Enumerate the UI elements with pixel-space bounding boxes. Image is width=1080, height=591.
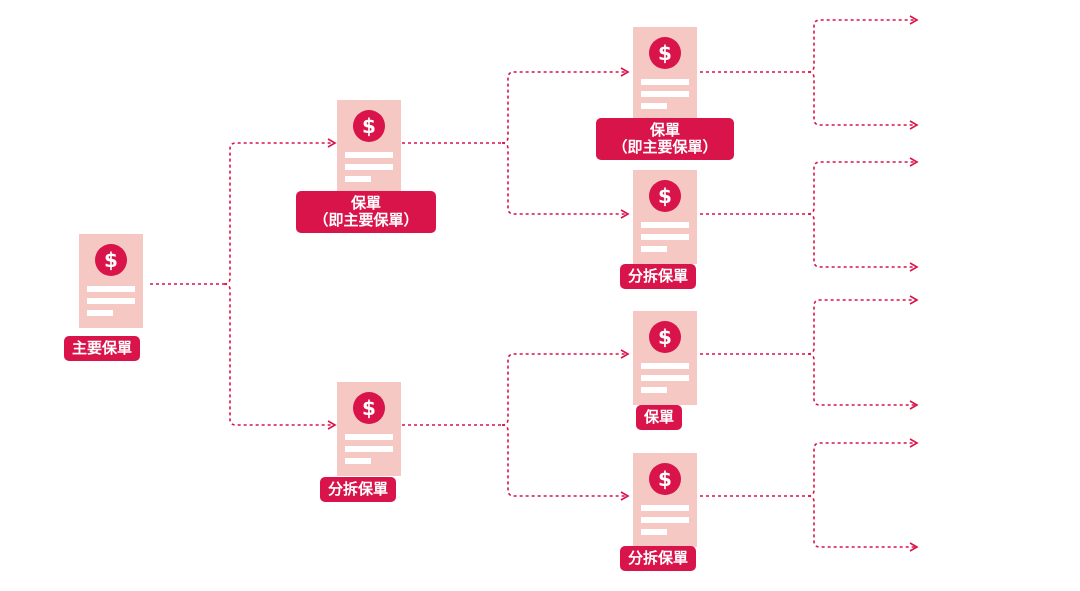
- text-line: [641, 517, 689, 523]
- label-text: 保單: [644, 408, 675, 426]
- text-line: [641, 246, 667, 252]
- label-a: 保單 （即主要保單）: [296, 191, 436, 233]
- text-line: [641, 234, 689, 240]
- dollar-coin-icon: $: [649, 180, 681, 212]
- label-b2: 分拆保單: [620, 546, 697, 571]
- connector-a-arrow-1: [620, 209, 630, 219]
- text-line: [345, 152, 393, 158]
- document-icon-b2: $: [633, 453, 697, 547]
- connector-a2-arrow-0: [909, 157, 919, 167]
- label-text: 主要保單: [72, 339, 133, 357]
- connector-a2-arrow-1: [909, 262, 919, 272]
- dollar-coin-icon: $: [649, 37, 681, 69]
- dollar-coin-icon: $: [95, 244, 127, 276]
- dollar-coin-icon: $: [649, 463, 681, 495]
- connector-a1-branch-1: [807, 71, 917, 126]
- dollar-coin-icon: $: [649, 321, 681, 353]
- dollar-coin-icon: $: [353, 110, 385, 142]
- label-text: 保單: [350, 194, 381, 212]
- connector-b2-branch-1: [807, 495, 917, 548]
- label-a1: 保單 （即主要保單）: [596, 118, 734, 160]
- connector-a2-branch-0: [807, 161, 917, 215]
- text-line: [641, 529, 667, 535]
- connector-a-branch-0: [501, 71, 628, 144]
- connector-a-branch-1: [501, 142, 628, 215]
- connector-a1-arrow-1: [909, 120, 919, 130]
- label-text: 分拆保單: [628, 549, 689, 567]
- document-icon-b: $: [337, 382, 401, 476]
- text-line: [345, 176, 371, 182]
- connector-a-arrow-0: [620, 67, 630, 77]
- text-line: [345, 446, 393, 452]
- text-line: [345, 164, 393, 170]
- text-line: [87, 286, 135, 292]
- connector-b-branch-0: [501, 353, 628, 426]
- label-text: 分拆保單: [628, 267, 689, 285]
- label-subtext: （即主要保單）: [313, 211, 419, 229]
- connector-b2-branch-0: [807, 442, 917, 497]
- text-line: [641, 91, 689, 97]
- label-root: 主要保單: [64, 336, 141, 361]
- connector-root-branch-1: [223, 283, 335, 426]
- text-line: [345, 434, 393, 440]
- document-icon-a1: $: [633, 27, 697, 121]
- document-icon-b1: $: [633, 311, 697, 405]
- text-line: [641, 375, 689, 381]
- connector-b1-arrow-0: [909, 295, 919, 305]
- label-b1: 保單: [636, 405, 683, 430]
- connector-b-arrow-0: [620, 349, 630, 359]
- text-line: [641, 505, 689, 511]
- text-line: [641, 103, 667, 109]
- connector-a1-branch-0: [807, 19, 917, 73]
- connector-root-branch-0: [223, 142, 335, 285]
- document-icon-a: $: [337, 100, 401, 194]
- label-b: 分拆保單: [320, 477, 397, 502]
- document-icon-a2: $: [633, 170, 697, 264]
- connector-b2-arrow-0: [909, 438, 919, 448]
- connector-b1-branch-0: [807, 299, 917, 355]
- dollar-coin-icon: $: [353, 392, 385, 424]
- text-line: [87, 298, 135, 304]
- connector-b1-branch-1: [807, 353, 917, 406]
- text-line: [641, 222, 689, 228]
- label-text: 分拆保單: [328, 480, 389, 498]
- label-subtext: （即主要保單）: [612, 138, 718, 156]
- text-line: [641, 363, 689, 369]
- document-icon-root: $: [79, 234, 143, 328]
- connector-b2-arrow-1: [909, 542, 919, 552]
- text-line: [345, 458, 371, 464]
- connector-b-arrow-1: [620, 491, 630, 501]
- text-line: [87, 310, 113, 316]
- text-line: [641, 387, 667, 393]
- label-a2: 分拆保單: [620, 264, 697, 289]
- connector-root-arrow-1: [327, 420, 337, 430]
- connector-b1-arrow-1: [909, 400, 919, 410]
- text-line: [641, 79, 689, 85]
- connector-root-arrow-0: [327, 138, 337, 148]
- label-text: 保單: [649, 121, 680, 139]
- connector-a2-branch-1: [807, 213, 917, 268]
- connector-b-branch-1: [501, 424, 628, 497]
- connector-a1-arrow-0: [909, 15, 919, 25]
